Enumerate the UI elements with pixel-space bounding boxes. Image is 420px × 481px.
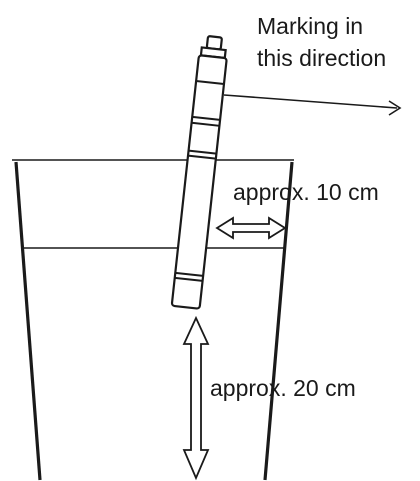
probe-band — [196, 80, 225, 86]
depth-label-10cm: approx. 10 cm — [233, 179, 379, 205]
vessel-right-wall — [263, 161, 294, 481]
marking-label-line1: Marking in — [257, 13, 363, 39]
depth-label-20cm: approx. 20 cm — [210, 375, 356, 401]
probe-band — [188, 149, 217, 155]
probe-band — [192, 115, 221, 121]
marking-label-line2: this direction — [257, 45, 386, 71]
vessel — [12, 159, 294, 481]
probe-band — [187, 154, 216, 160]
probe-body — [170, 54, 228, 310]
probe-band — [175, 271, 204, 277]
horizontal-double-arrow — [215, 216, 287, 240]
vessel-left-wall — [14, 161, 42, 481]
probe-band — [191, 121, 220, 127]
probe — [170, 35, 228, 310]
vertical-double-arrow — [182, 315, 210, 481]
probe-band — [174, 276, 203, 282]
marking-direction-arrow — [223, 94, 402, 116]
